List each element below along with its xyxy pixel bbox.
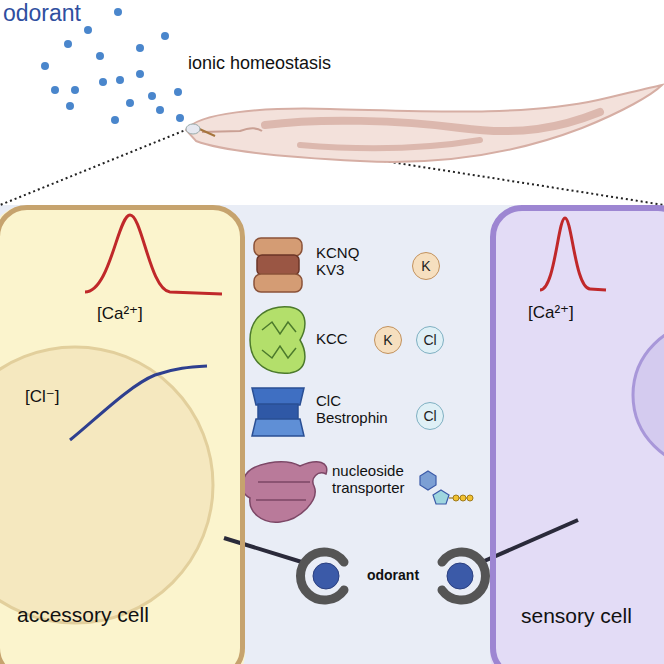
calcium-trace [85,215,222,294]
concentration-label: [Ca²⁺] [97,303,143,324]
odorant-dot [136,70,144,78]
odorant-dot [126,99,134,107]
odorant-label: odorant [367,567,419,583]
channel-name: nucleoside transporter [332,462,418,497]
calcium-trace [540,218,606,290]
odorant-dot [51,86,59,94]
odorant-dot [96,52,104,60]
odorant-dot [136,44,144,52]
ion-symbol: K [383,332,392,348]
accessory-cell: [Ca²⁺] [Cl⁻] accessory cell [0,205,245,664]
worm [186,85,662,162]
concentration-label: [Cl⁻] [25,386,59,407]
odorant-dot [71,86,79,94]
channel-name: KCNQ KV3 [316,244,366,279]
sensory-cell: [Ca²⁺] sensory cell [490,205,664,664]
potassium-ion: K [374,326,402,354]
process-label: ionic homeostasis [188,53,331,74]
ion-symbol: Cl [423,332,436,348]
cell-name: accessory cell [17,603,149,627]
odorant-dot [66,102,74,110]
cell-name: sensory cell [521,604,632,628]
odorant-dot [64,40,72,48]
clc-channel [252,388,304,436]
sensory-cell-body [490,206,664,664]
kcc-transporter [250,307,305,373]
odorant-dot [99,78,107,86]
channel-name: KCC [316,330,348,347]
odorant-dot [174,88,182,96]
odorant-dot [111,116,119,124]
kcnq-channel [254,238,302,292]
chloride-ion: Cl [416,402,444,430]
odorant-dot [176,114,184,122]
chloride-trace [70,366,207,440]
concentration-label: [Ca²⁺] [528,302,574,323]
zoom-line [0,129,188,205]
nucleoside-transporter [242,462,327,522]
odorant-dot [116,76,124,84]
sensory-cilium [442,520,578,600]
ion-symbol: K [421,258,430,274]
odorant-dot [41,62,49,70]
odorant-dot [156,106,164,114]
potassium-ion: K [412,252,440,280]
odorant-title: odorant [3,0,81,26]
nucleoside-molecule [420,471,473,504]
odorant-dot [148,92,156,100]
chloride-ion: Cl [416,326,444,354]
accessory-nucleus [0,347,213,623]
odorant-dot [114,8,122,16]
sensory-nucleus [633,323,664,467]
channel-name: ClC Bestrophin [316,392,406,427]
odorant-dot [161,32,169,40]
odorant-dot [84,26,92,34]
ion-symbol: Cl [423,408,436,424]
